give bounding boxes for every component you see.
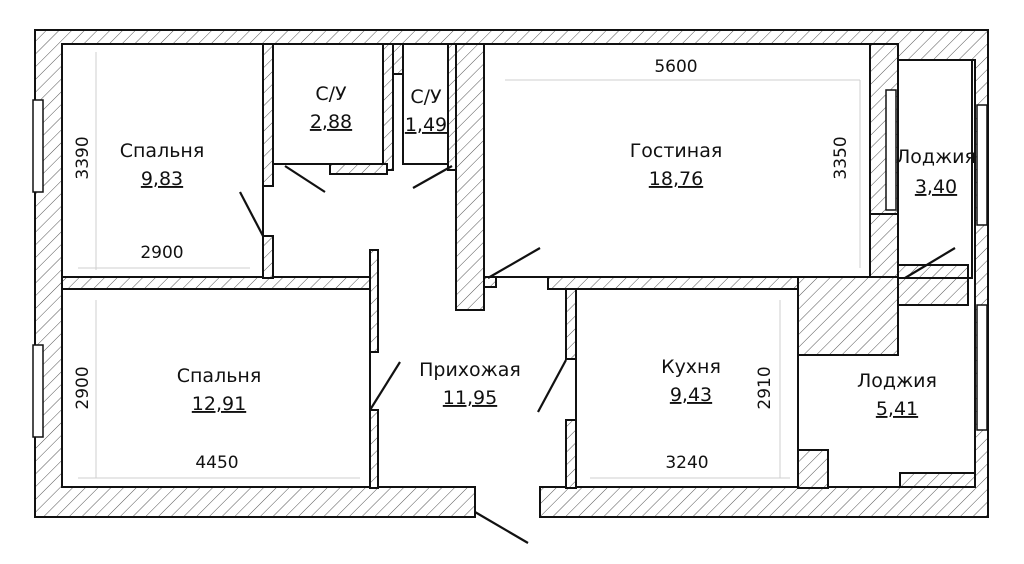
room-name-bedroom-2: Спальня — [177, 365, 262, 387]
room-name-living: Гостиная — [630, 140, 723, 162]
dim-living-width: 5600 — [654, 57, 697, 77]
room-name-loggia-2: Лоджия — [857, 370, 937, 392]
room-name-kitchen: Кухня — [661, 356, 721, 378]
room-area-living: 18,76 — [649, 168, 703, 190]
doors — [239, 165, 956, 544]
room-outlines — [61, 43, 973, 488]
room-area-hallway: 11,95 — [443, 387, 497, 409]
room-area-bedroom-2: 12,91 — [192, 393, 246, 415]
room-area-bathroom-2: 1,49 — [405, 114, 447, 136]
room-area-loggia-1: 3,40 — [915, 176, 957, 198]
dim-bedroom2-width: 4450 — [195, 453, 238, 473]
room-name-hallway: Прихожая — [419, 359, 521, 381]
dim-bedroom2-height: 2900 — [73, 366, 93, 409]
dim-living-height: 3350 — [831, 136, 851, 179]
dim-kitchen-width: 3240 — [665, 453, 708, 473]
room-name-bathroom-2: С/У — [410, 86, 442, 108]
room-area-kitchen: 9,43 — [670, 384, 712, 406]
room-area-bathroom-1: 2,88 — [310, 111, 352, 133]
dim-kitchen-height: 2910 — [755, 366, 775, 409]
windows — [32, 89, 988, 438]
room-area-bedroom-1: 9,83 — [141, 168, 183, 190]
room-name-bedroom-1: Спальня — [120, 140, 205, 162]
room-area-loggia-2: 5,41 — [876, 398, 918, 420]
room-name-bathroom-1: С/У — [315, 83, 347, 105]
dim-bedroom1-height: 3390 — [73, 136, 93, 179]
dim-bedroom1-width: 2900 — [140, 243, 183, 263]
outer-walls — [34, 29, 989, 518]
room-name-loggia-1: Лоджия — [896, 146, 976, 168]
interior-walls — [61, 43, 976, 489]
